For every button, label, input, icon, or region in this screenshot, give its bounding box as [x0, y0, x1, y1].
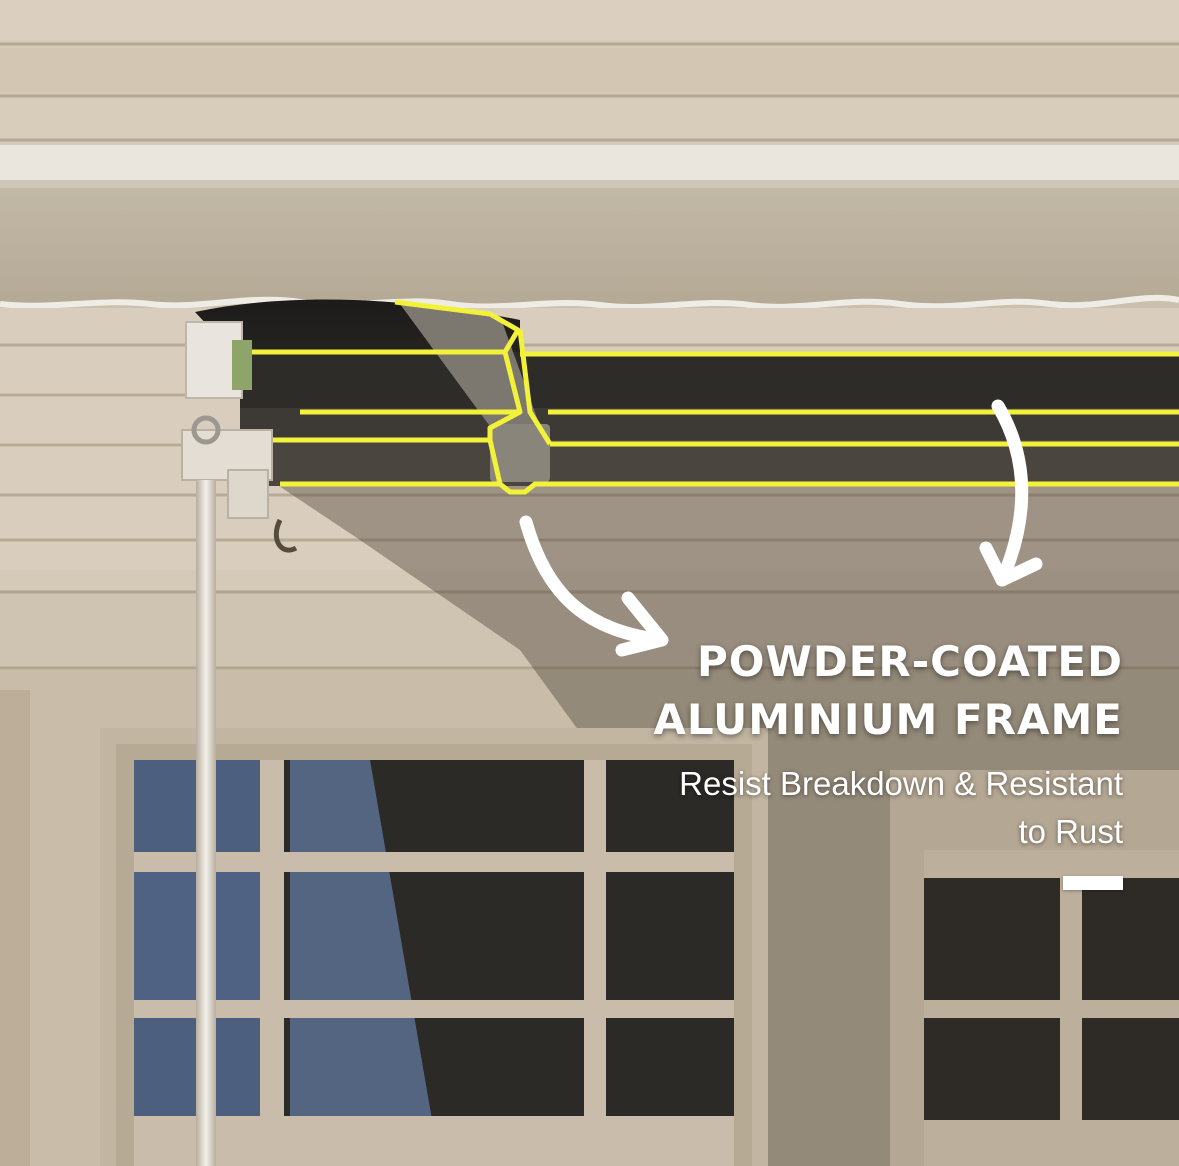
window-right — [890, 770, 1179, 1166]
crank-pole — [196, 480, 216, 1166]
headline-line-1: POWDER-COATED — [697, 637, 1123, 686]
subheadline-line-1: Resist Breakdown & Resistant — [679, 765, 1123, 802]
pointer-arrows — [519, 399, 1043, 657]
headline-line-2: ALUMINIUM FRAME — [653, 695, 1123, 744]
door-frame — [0, 690, 30, 1166]
wall-bracket — [181, 321, 298, 553]
subheadline-line-2: to Rust — [1018, 813, 1123, 850]
window-left — [100, 728, 768, 1166]
accent-bar — [1063, 876, 1123, 890]
frame-highlight-outline — [240, 299, 1179, 495]
trim-band — [0, 570, 1179, 590]
awning-fabric — [0, 188, 1179, 308]
upper-siding — [0, 0, 1179, 145]
